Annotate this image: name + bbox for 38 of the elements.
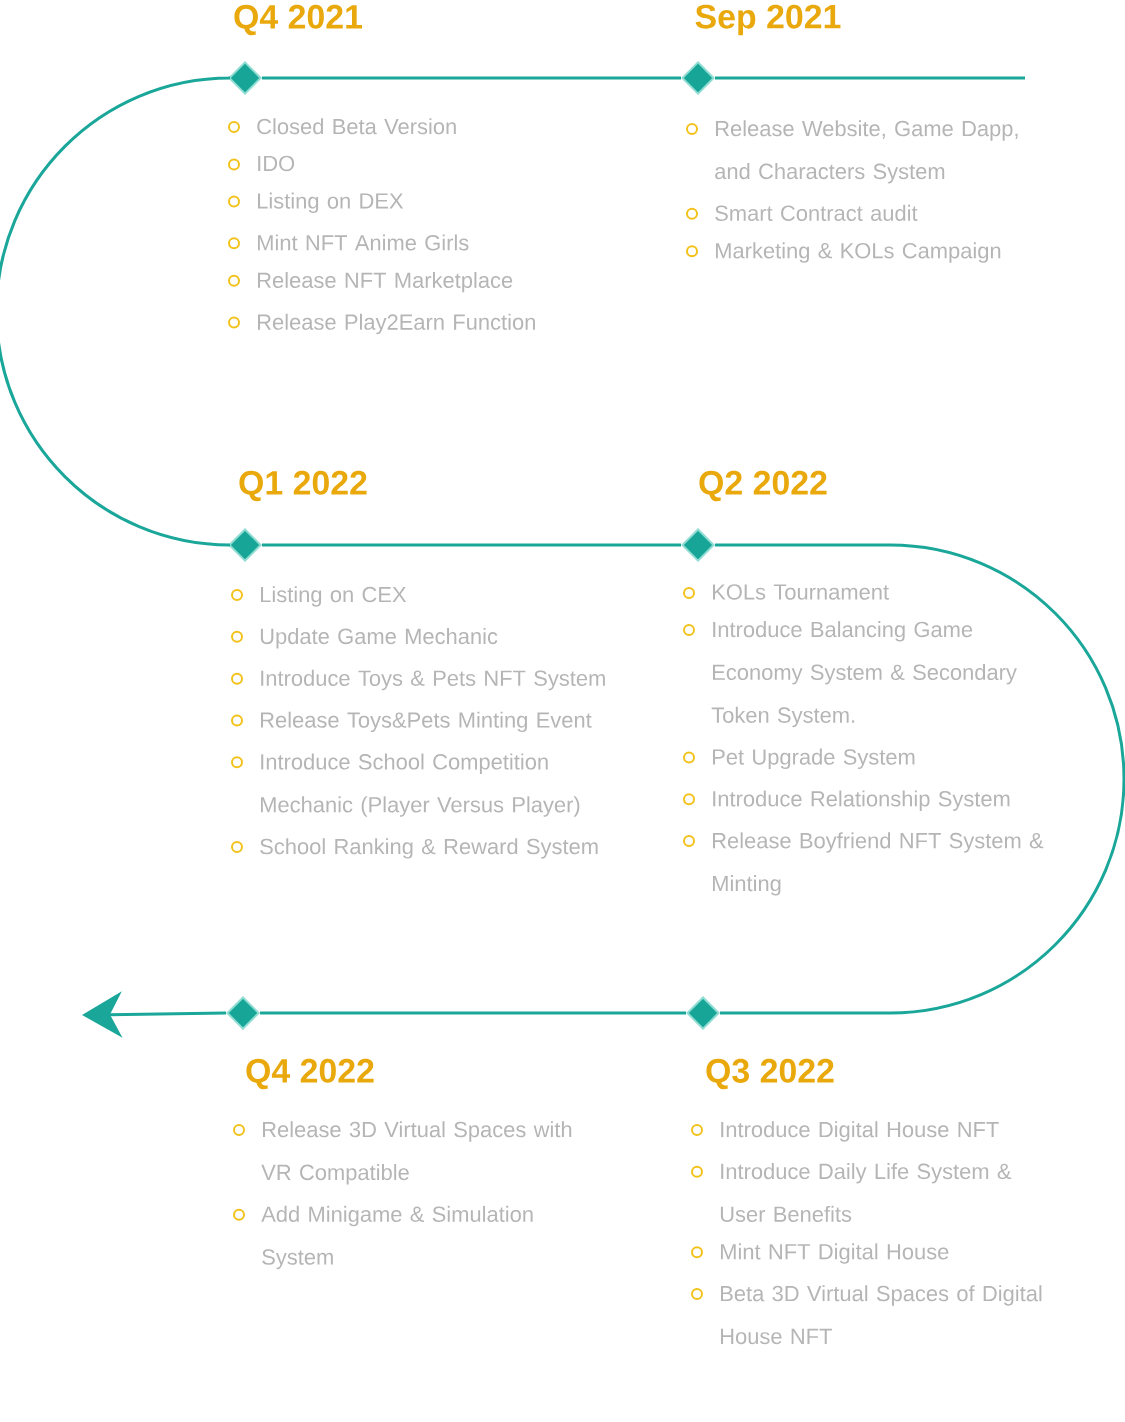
bullet-item: Introduce Balancing Game Economy System & Secondary Token System. [683, 621, 1017, 728]
bullet-item: Mint NFT Anime Girls [228, 234, 469, 251]
bullet-item: Introduce Relationship System [683, 790, 1010, 811]
milestone-heading: Q4 2022 [246, 1058, 374, 1090]
timeline-line [262, 543, 681, 547]
bullet-item: Release Website, Game Dapp, and Characters System [686, 120, 1018, 184]
bullet-item: Add Minigame & Simulation System [233, 1205, 533, 1270]
milestone-heading: Q1 2022 [239, 470, 367, 502]
bullet-item: Mint NFT Digital House [691, 1243, 949, 1264]
bullet-item: School Ranking & Reward System [231, 838, 598, 859]
bullet-item: Listing on CEX [231, 586, 407, 607]
bullet-item: Introduce Toys & Pets NFT System [231, 669, 605, 691]
bullet-item: Smart Contract audit [686, 204, 918, 221]
milestone-heading: Q4 2021 [234, 4, 362, 36]
timeline-line [715, 76, 1025, 80]
bullet-item: Pet Upgrade System [683, 748, 915, 770]
bullet-item: Update Game Mechanic [231, 628, 498, 649]
bullet-item: IDO [228, 155, 295, 172]
bullet-item: Listing on DEX [228, 192, 404, 214]
timeline-line [260, 1011, 686, 1015]
milestone-heading: Sep 2021 [695, 4, 841, 36]
bullet-item: Release Play2Earn Function [228, 313, 535, 335]
bullet-item: KOLs Tournament [683, 584, 889, 600]
timeline-line [262, 76, 681, 80]
bullet-item: Beta 3D Virtual Spaces of Digital House NFT [691, 1285, 1042, 1345]
bullet-item: Introduce School Competition Mechanic (Player Versus Player) [231, 753, 580, 817]
bullet-item: Introduce Digital House NFT [691, 1121, 999, 1142]
bullet-item: Marketing & KOLs Campaign [686, 242, 1001, 263]
bullet-item: Release NFT Marketplace [228, 271, 513, 293]
timeline-line [0, 76, 232, 547]
bullet-item: Introduce Daily Life System & User Benefits [691, 1163, 1012, 1222]
timeline-line [715, 543, 1125, 1015]
bullet-item: Release Boyfriend NFT System & Minting [683, 832, 1044, 896]
milestone-heading: Q3 2022 [706, 1058, 834, 1090]
bullet-item: Release Toys&Pets Minting Event [231, 711, 592, 733]
bullet-item: Closed Beta Version [228, 118, 456, 135]
bullet-item: Release 3D Virtual Spaces with VR Compatible [233, 1121, 572, 1185]
milestone-heading: Q2 2022 [699, 470, 827, 502]
